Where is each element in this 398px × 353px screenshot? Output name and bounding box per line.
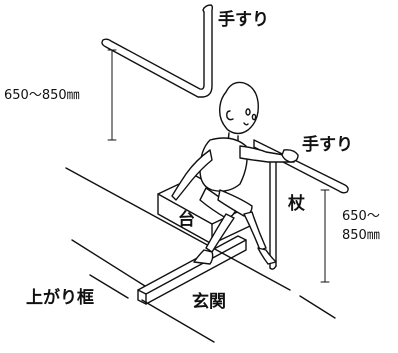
height-label-right-2: 850㎜ — [342, 228, 380, 243]
floor-lines — [65, 167, 336, 343]
genkan-label: 玄関 — [192, 292, 226, 312]
height-label-right-1: 650～ — [342, 209, 380, 224]
left-height-dimension — [107, 49, 117, 141]
side-handrail — [253, 139, 349, 270]
top-handrail — [101, 4, 214, 98]
seated-figure — [171, 81, 299, 265]
handrail-label-right: 手すり — [302, 135, 353, 155]
right-height-dimension — [320, 189, 330, 283]
handrail-label-top: 手すり — [218, 10, 269, 30]
agari-kamachi-label: 上がり框 — [26, 288, 94, 308]
stand-label: 台 — [178, 210, 195, 230]
cane-label: 杖 — [288, 194, 305, 214]
height-label-left: 650～850㎜ — [4, 88, 80, 103]
